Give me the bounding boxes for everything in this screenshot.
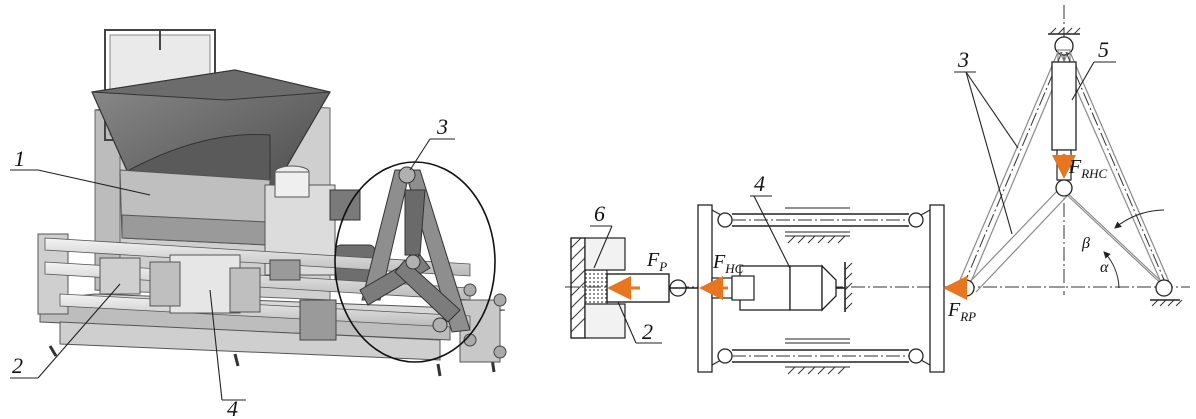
- label-piston-right: 2: [642, 319, 653, 344]
- schematic-labels: 6 2 4 3 5: [590, 37, 1116, 344]
- force-arrows: [607, 154, 1076, 300]
- guide-bottom: [785, 338, 850, 375]
- machine-3d-view: 1 2 3 4: [10, 29, 507, 419]
- force-label-frhc: FRHC: [1068, 156, 1108, 181]
- press-frame: [697, 204, 945, 375]
- toggle-mechanism-schematic: [957, 27, 1183, 307]
- label-vertical-cylinder: 5: [1098, 37, 1109, 62]
- toggle-mechanism-3d: [359, 166, 471, 333]
- guide-top: [785, 207, 850, 244]
- label-piston-left: 2: [12, 353, 23, 378]
- guide-rods: [44, 237, 507, 359]
- force-label-frp: FRP: [947, 299, 976, 324]
- label-toggle-left: 3: [436, 114, 448, 139]
- label-cylinder-left: 4: [227, 396, 238, 419]
- angle-label-beta: β: [1081, 235, 1090, 252]
- hydraulic-cylinder: [711, 262, 853, 312]
- label-hopper: 1: [14, 146, 25, 171]
- hopper: [91, 69, 331, 246]
- left-labels: 1 2 3 4: [10, 114, 455, 419]
- label-chamber: 6: [594, 201, 605, 226]
- angle-label-alpha: α: [1100, 259, 1109, 276]
- force-label-fp: FP: [646, 249, 667, 274]
- label-cylinder-right: 4: [754, 171, 765, 196]
- label-toggle-right: 3: [957, 47, 969, 72]
- force-label-fhc: FHC: [712, 251, 744, 276]
- schematic-view: FP FHC FRP FRHC β α 6 2 4 3 5: [565, 5, 1190, 375]
